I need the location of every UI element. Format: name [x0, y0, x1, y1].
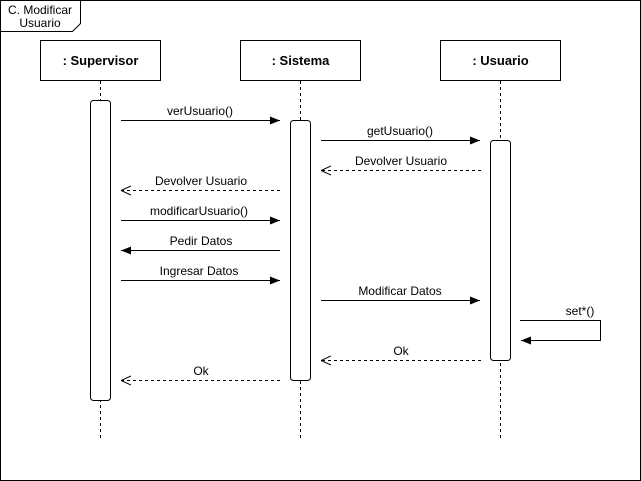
lifeline-usuario: : Usuario	[440, 40, 561, 440]
message-label: Ok	[393, 344, 409, 358]
message-ingresar-datos: Ingresar Datos	[121, 264, 280, 285]
message-modificar-usuario: modificarUsuario()	[121, 204, 280, 225]
message-label: modificarUsuario()	[150, 204, 248, 218]
lifeline-label-usuario: : Usuario	[472, 53, 528, 68]
lifeline-head-sistema	[240, 40, 361, 81]
message-label: getUsuario()	[367, 124, 433, 138]
message-set-self-call: set*()	[520, 304, 601, 345]
message-ok-return-2: Ok	[121, 364, 280, 381]
message-label: Ok	[193, 364, 209, 378]
message-modificar-datos: Modificar Datos	[321, 284, 480, 305]
message-label: Pedir Datos	[170, 234, 233, 248]
message-ok-return-1: Ok	[321, 344, 481, 361]
message-devolver-usuario-return-2: Devolver Usuario	[121, 174, 280, 191]
frame-title-tab	[0, 0, 81, 32]
frame-title-line1: C. Modificar	[8, 3, 72, 17]
message-arrow	[520, 320, 601, 345]
message-label: Ingresar Datos	[160, 264, 239, 278]
lifeline-supervisor: : Supervisor	[40, 40, 161, 440]
lifeline-head-supervisor	[40, 40, 161, 81]
message-devolver-usuario-return-1: Devolver Usuario	[321, 154, 481, 171]
activation-bar-usuario	[490, 140, 511, 361]
message-pedir-datos: Pedir Datos	[121, 234, 280, 255]
message-label: Devolver Usuario	[155, 174, 247, 188]
lifeline-head-usuario	[440, 40, 561, 81]
lifeline-label-supervisor: : Supervisor	[63, 53, 139, 68]
activation-bar-supervisor	[90, 100, 111, 401]
message-ver-usuario: verUsuario()	[121, 104, 280, 125]
message-label: verUsuario()	[167, 104, 233, 118]
message-label: Modificar Datos	[358, 284, 441, 298]
message-get-usuario: getUsuario()	[321, 124, 480, 145]
frame-title-line2: Usuario	[19, 16, 61, 30]
lifeline-label-sistema: : Sistema	[272, 53, 331, 68]
lifeline-sistema: : Sistema	[240, 40, 361, 440]
message-label: Devolver Usuario	[355, 154, 447, 168]
activation-bar-sistema	[290, 120, 311, 381]
message-label: set*()	[566, 304, 595, 318]
